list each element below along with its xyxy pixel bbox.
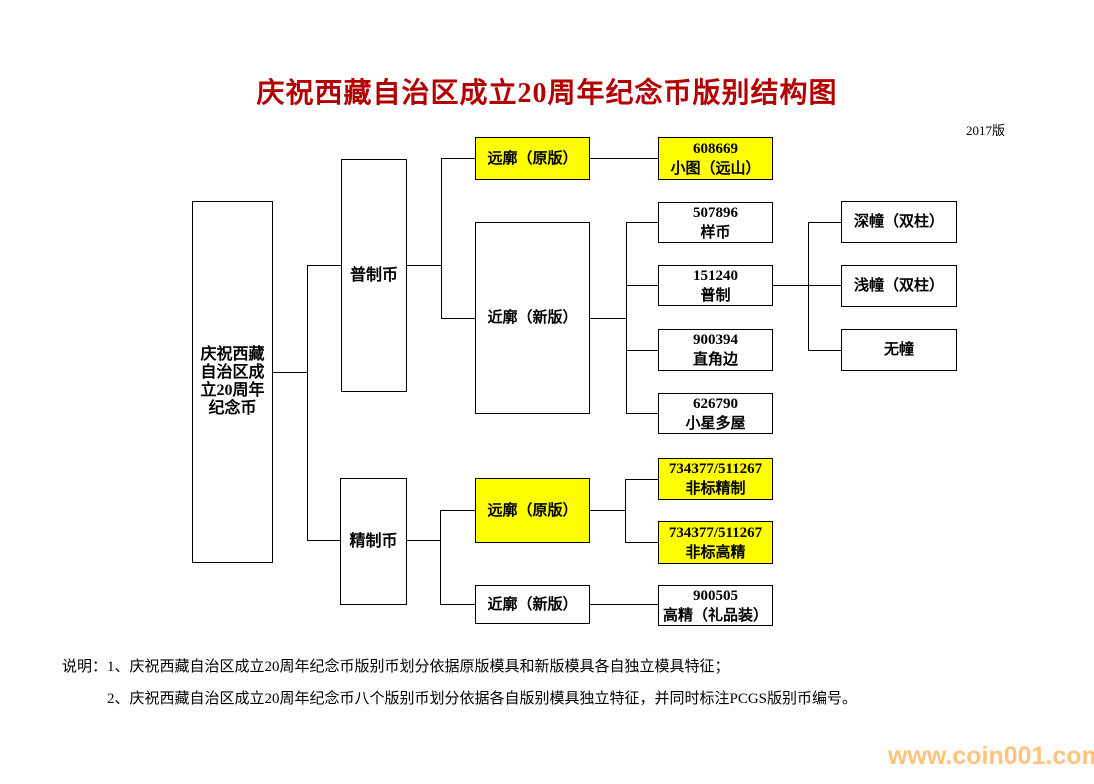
connector-line bbox=[307, 265, 341, 266]
connector-line bbox=[808, 350, 841, 351]
connector-line bbox=[808, 285, 841, 286]
note-line-2: 2、庆祝西藏自治区成立20周年纪念币八个版别币划分依据各自版别模具独立特征，并同… bbox=[107, 691, 858, 707]
node-626790-small-star: 626790 小星多屋 bbox=[658, 393, 773, 434]
connector-line bbox=[307, 540, 340, 541]
connector-line bbox=[407, 540, 440, 541]
connector-line bbox=[590, 510, 625, 511]
pcgs-number: 151240 bbox=[693, 267, 738, 284]
pcgs-number: 507896 bbox=[693, 204, 738, 221]
connector-line bbox=[625, 479, 626, 542]
node-734377-nonstandard-high-proof: 734377/511267 非标高精 bbox=[658, 521, 773, 564]
node-proof-strike: 精制币 bbox=[340, 478, 407, 605]
node-label: 小星多屋 bbox=[685, 415, 746, 432]
node-label: 小图（远山） bbox=[670, 160, 761, 177]
node-label: 远廓（原版） bbox=[487, 502, 578, 519]
node-label: 深幢（双柱） bbox=[853, 214, 944, 230]
node-900394-right-angle-edge: 900394 直角边 bbox=[658, 329, 773, 371]
node-151240-regular: 151240 普制 bbox=[658, 265, 773, 306]
node-label: 非标精制 bbox=[685, 481, 746, 497]
connector-line bbox=[626, 222, 658, 223]
pcgs-number: 900505 bbox=[693, 587, 738, 604]
connector-line bbox=[440, 510, 441, 604]
node-near-rim-new-proof: 近廓（新版） bbox=[475, 585, 590, 624]
node-900505-high-proof-gift: 900505 高精（礼品装） bbox=[658, 585, 773, 626]
node-507896-specimen: 507896 样币 bbox=[658, 202, 773, 243]
note-line-1: 说明：1、庆祝西藏自治区成立20周年纪念币版别币划分依据原版模具和新版模具各自独… bbox=[62, 659, 730, 675]
connector-line bbox=[590, 318, 626, 319]
node-far-rim-original-proof: 远廓（原版） bbox=[475, 478, 590, 543]
node-734377-nonstandard-proof: 734377/511267 非标精制 bbox=[658, 458, 773, 500]
node-608669-small-design: 608669 小图（远山） bbox=[658, 137, 773, 180]
node-label: 近廓（新版） bbox=[487, 596, 578, 613]
connector-line bbox=[626, 285, 658, 286]
connector-line bbox=[625, 479, 658, 480]
node-label: 非标高精 bbox=[685, 544, 746, 561]
connector-line bbox=[773, 285, 808, 286]
connector-line bbox=[441, 158, 475, 159]
pcgs-number: 608669 bbox=[693, 140, 738, 157]
connector-line bbox=[307, 265, 308, 541]
connector-line bbox=[808, 222, 841, 223]
connector-line bbox=[441, 318, 475, 319]
connector-line bbox=[407, 265, 441, 266]
node-label: 近廓（新版） bbox=[487, 310, 578, 326]
pcgs-number: 734377/511267 bbox=[668, 524, 763, 541]
node-label: 样币 bbox=[700, 224, 731, 241]
connector-line bbox=[590, 604, 658, 605]
node-label: 庆祝西藏 bbox=[200, 346, 265, 363]
node-near-rim-new-regular: 近廓（新版） bbox=[475, 222, 590, 414]
connector-line bbox=[590, 158, 658, 159]
node-label: 纪念币 bbox=[208, 400, 257, 417]
watermark: www.coin001.com bbox=[888, 742, 1094, 770]
connector-line bbox=[440, 604, 475, 605]
pcgs-number: 626790 bbox=[693, 395, 738, 412]
node-label: 精制币 bbox=[349, 532, 398, 550]
connector-line bbox=[626, 222, 627, 413]
node-no-pillar: 无幢 bbox=[841, 329, 957, 371]
connector-line bbox=[273, 372, 307, 373]
node-shallow-pillar-double-column: 浅幢（双柱） bbox=[841, 265, 957, 307]
node-label: 自治区成 bbox=[200, 364, 265, 381]
node-label: 浅幢（双柱） bbox=[853, 278, 944, 294]
node-label: 远廓（原版） bbox=[487, 150, 578, 167]
node-main-coin: 庆祝西藏 自治区成 立20周年 纪念币 bbox=[192, 201, 273, 563]
node-regular-strike: 普制币 bbox=[341, 159, 407, 392]
node-far-rim-original-regular: 远廓（原版） bbox=[475, 137, 590, 180]
connector-line bbox=[625, 542, 658, 543]
node-deep-pillar-double-column: 深幢（双柱） bbox=[841, 201, 957, 243]
node-label: 普制币 bbox=[349, 266, 398, 284]
node-label: 直角边 bbox=[692, 352, 738, 368]
node-label: 高精（礼品装） bbox=[662, 607, 768, 624]
node-label: 立20周年 bbox=[200, 382, 265, 399]
connector-line bbox=[626, 413, 658, 414]
pcgs-number: 734377/511267 bbox=[668, 461, 763, 477]
diagram-title: 庆祝西藏自治区成立20周年纪念币版别结构图 bbox=[256, 78, 838, 109]
pcgs-number: 900394 bbox=[693, 332, 738, 348]
edition-label: 2017版 bbox=[966, 123, 1006, 138]
connector-line bbox=[441, 158, 442, 318]
connector-line bbox=[808, 222, 809, 350]
connector-line bbox=[440, 510, 475, 511]
node-label: 普制 bbox=[700, 287, 731, 304]
connector-line bbox=[626, 350, 658, 351]
node-label: 无幢 bbox=[883, 342, 914, 358]
